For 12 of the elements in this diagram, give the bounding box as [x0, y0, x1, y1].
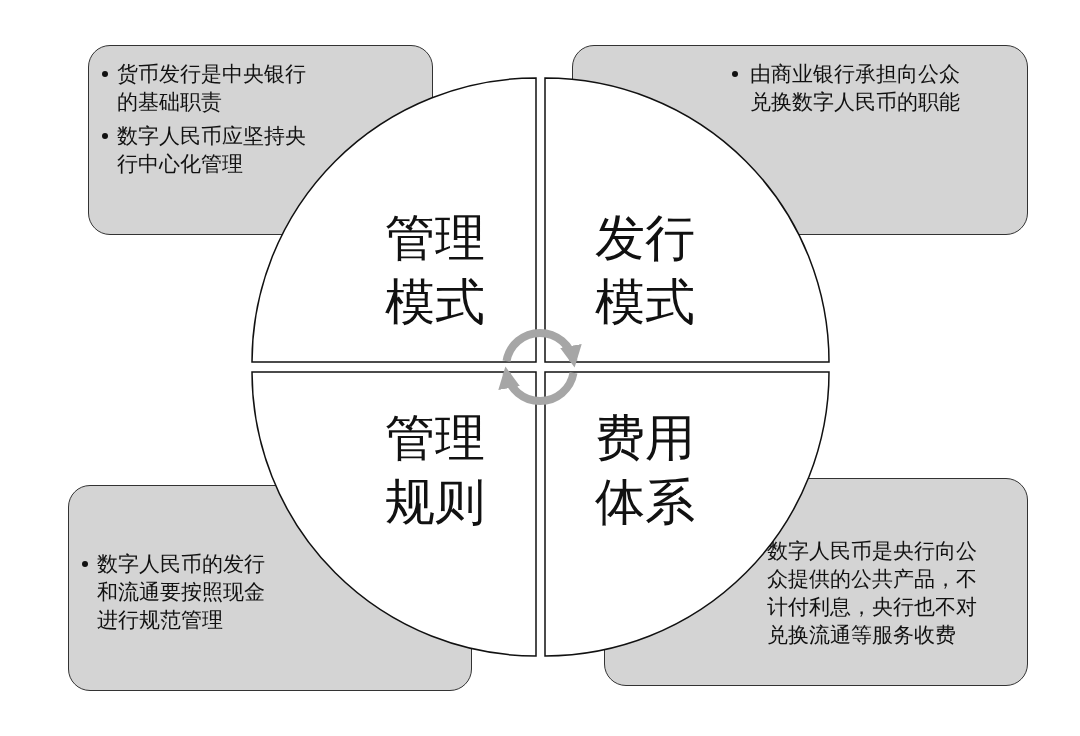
segment-title: 发行模式 [594, 208, 696, 333]
bullet-text: 由商业银行承担向公众兑换数字人民币的职能 [749, 61, 960, 116]
curved-arrow [502, 328, 581, 368]
body-text: 数字人民币是央行向公众提供的公共产品，不计付利息，央行也不对兑换流通等服务收费 [767, 538, 978, 649]
bullet-text: 货币发行是中央银行的基础职责 [117, 61, 307, 116]
quarter-circle-segment [545, 372, 829, 656]
bullet-text: 数字人民币应坚持央行中心化管理 [117, 123, 307, 178]
segment-title: 管理模式 [384, 208, 486, 333]
segment-title: 管理规则 [384, 408, 486, 533]
curved-arrow [499, 366, 578, 406]
segment-title: 费用体系 [594, 408, 696, 533]
bullet-text: 数字人民币的发行和流通要按照现金进行规范管理 [97, 551, 266, 634]
